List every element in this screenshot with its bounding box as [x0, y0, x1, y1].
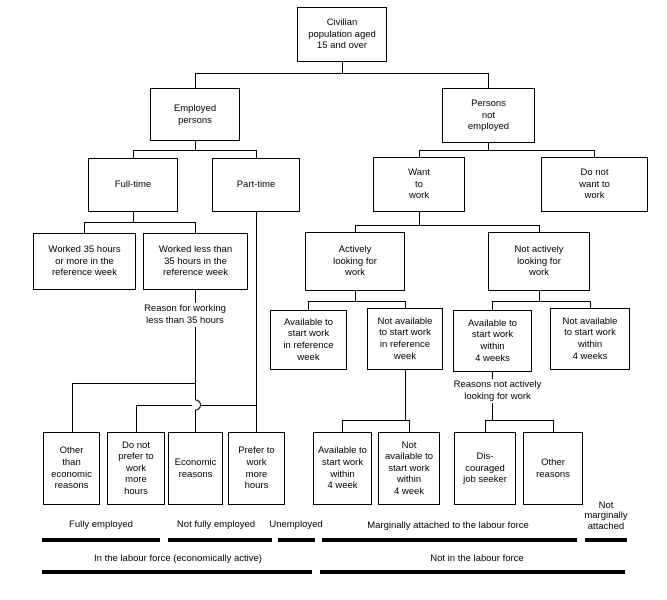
- category-fully-employed: Fully employed: [69, 519, 133, 530]
- node-actively-looking: Actively looking for work: [305, 232, 405, 291]
- connector-employed-children: [133, 141, 257, 158]
- annotation-reasons-not-actively: Reasons not actively looking for work: [444, 379, 551, 403]
- node-not-available-4-week: Not available to start work within 4 wee…: [378, 432, 440, 505]
- connector-not-actively-children: [492, 291, 591, 310]
- category-in-labour-force: In the labour force (economically active…: [94, 553, 262, 564]
- connector-not-employed-children: [419, 143, 595, 157]
- line-hop-bridge: [195, 399, 201, 411]
- connector-want-children: [355, 212, 540, 232]
- category-marginally-attached: Marginally attached to the labour force: [367, 520, 529, 531]
- node-available-4-weeks: Available to start work within 4 weeks: [453, 310, 532, 372]
- node-not-available-4-weeks: Not available to start work within 4 wee…: [550, 308, 630, 370]
- category-not-fully-employed: Not fully employed: [176, 519, 256, 530]
- connector-part-time-branch: [136, 212, 257, 432]
- connector-civilian-children: [195, 62, 489, 88]
- node-want-to-work: Want to work: [373, 157, 465, 212]
- node-do-not-want-to-work: Do not want to work: [541, 157, 648, 212]
- node-not-available-ref-week: Not available to start work in reference…: [367, 308, 443, 370]
- node-employed-persons: Employed persons: [150, 88, 240, 141]
- category-not-marginally-attached: Not marginally attached: [584, 500, 628, 532]
- node-available-ref-week: Available to start work in reference wee…: [270, 310, 347, 370]
- category-unemployed: Unemployed: [269, 519, 323, 530]
- node-available-4-week: Available to start work within 4 week: [313, 432, 372, 505]
- node-economic-reasons: Economic reasons: [168, 432, 223, 505]
- connector-actively-children: [308, 291, 406, 310]
- annotation-reason-working-less: Reason for working less than 35 hours: [135, 303, 235, 327]
- node-part-time: Part-time: [212, 158, 300, 212]
- node-other-reasons: Other reasons: [523, 432, 583, 505]
- node-not-actively-looking: Not actively looking for work: [488, 232, 590, 291]
- node-worked-35-or-more: Worked 35 hours or more in the reference…: [33, 233, 136, 290]
- node-full-time: Full-time: [88, 158, 178, 212]
- category-not-in-labour-force: Not in the labour force: [430, 553, 524, 564]
- connector-not-avail-ref-children: [342, 370, 410, 432]
- node-do-not-prefer-more-hours: Do not prefer to work more hours: [107, 432, 165, 505]
- node-other-than-economic: Other than economic reasons: [43, 432, 100, 505]
- node-prefer-more-hours: Prefer to work more hours: [228, 432, 285, 505]
- node-civilian-population: Civilian population aged 15 and over: [297, 7, 387, 62]
- connector-fulltime-children: [84, 212, 196, 233]
- node-worked-less-35: Worked less than 35 hours in the referen…: [143, 233, 248, 290]
- node-discouraged-job-seeker: Dis- couraged job seeker: [454, 432, 516, 505]
- node-persons-not-employed: Persons not employed: [442, 88, 535, 143]
